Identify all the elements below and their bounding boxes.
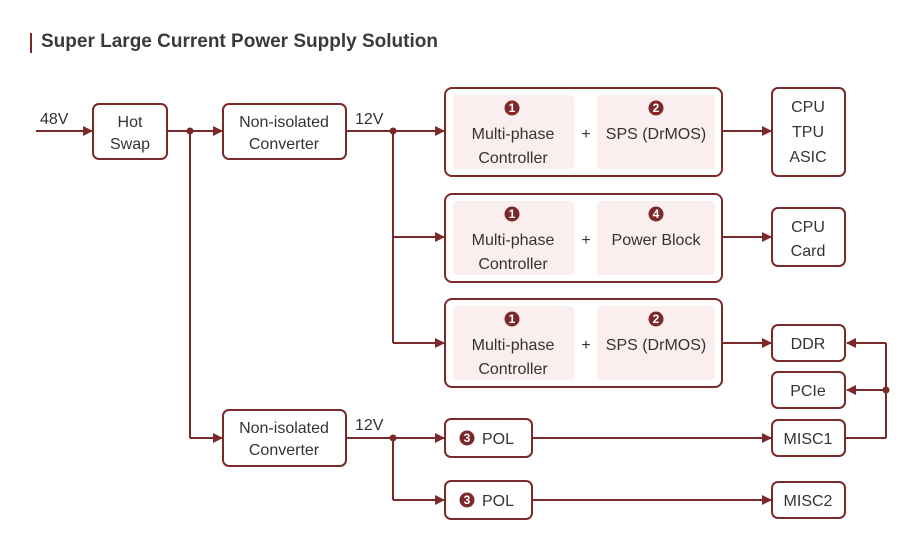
badge-icon xyxy=(504,100,520,116)
module-block-1: 1 Multi-phase Controller + 2 SPS (DrMOS) xyxy=(444,87,723,177)
load-cpu-text: CPU xyxy=(791,99,825,116)
converter-2-line2: Converter xyxy=(249,442,320,459)
hot-swap-line2: Swap xyxy=(110,136,150,153)
pol-2-label: POL xyxy=(482,493,514,510)
load-pcie-text: PCIe xyxy=(790,383,826,400)
module-1-left-line1: Multi-phase xyxy=(472,126,555,143)
module-3-right-badge: 2 xyxy=(653,312,660,326)
load-ddr-text: DDR xyxy=(791,336,826,353)
hot-swap-block: Hot Swap xyxy=(92,103,168,160)
module-2-left-badge: 1 xyxy=(509,207,516,221)
load-cpu-card: CPU Card xyxy=(771,207,846,267)
module-block-2: 1 Multi-phase Controller + 4 Power Block xyxy=(444,193,723,283)
pol-1-label: POL xyxy=(482,431,514,448)
pol-block-1: 3 POL xyxy=(444,418,533,458)
pol-1-badge: 3 xyxy=(464,431,471,445)
module-3-right-label: SPS (DrMOS) xyxy=(606,337,706,354)
title-accent-bar xyxy=(30,33,32,53)
badge-icon xyxy=(459,430,475,446)
load-asic-text: ASIC xyxy=(789,149,826,166)
module-2-right-badge: 4 xyxy=(653,207,660,221)
badge-icon xyxy=(459,492,475,508)
module-1-right-badge: 2 xyxy=(653,101,660,115)
junction-dot xyxy=(882,386,890,394)
converter-1-line1: Non-isolated xyxy=(239,114,329,131)
badge-icon xyxy=(648,206,664,222)
module-2-left-line2: Controller xyxy=(478,256,548,273)
connection-lines xyxy=(36,126,890,505)
module-2-plus: + xyxy=(581,232,590,249)
module-2-right-label: Power Block xyxy=(612,232,702,249)
badge-icon xyxy=(648,311,664,327)
module-1-left-badge: 1 xyxy=(509,101,516,115)
badge-icon xyxy=(504,311,520,327)
load-tpu-text: TPU xyxy=(792,124,824,141)
load-cpu-card-line2: Card xyxy=(791,243,826,260)
load-cpu-tpu-asic: CPU TPU ASIC xyxy=(771,87,846,177)
converter-1-line2: Converter xyxy=(249,136,320,153)
module-2-left-line1: Multi-phase xyxy=(472,232,555,249)
module-3-left-line2: Controller xyxy=(478,361,548,378)
badge-icon xyxy=(504,206,520,222)
module-3-left-badge: 1 xyxy=(509,312,516,326)
junction-dot xyxy=(389,434,397,442)
pol-2-badge: 3 xyxy=(464,493,471,507)
page-title: Super Large Current Power Supply Solutio… xyxy=(41,31,438,52)
load-misc2: MISC2 xyxy=(771,481,846,519)
load-cpu-card-line1: CPU xyxy=(791,219,825,236)
junction-dot xyxy=(389,127,397,135)
module-1-right-label: SPS (DrMOS) xyxy=(606,126,706,143)
load-misc1-text: MISC1 xyxy=(784,431,833,448)
converter-2-line1: Non-isolated xyxy=(239,420,329,437)
load-misc1: MISC1 xyxy=(771,419,846,457)
hot-swap-line1: Hot xyxy=(118,114,143,131)
converter-2-output-label: 12V xyxy=(355,417,384,434)
load-ddr: DDR xyxy=(771,324,846,362)
load-pcie: PCIe xyxy=(771,371,846,409)
load-misc2-text: MISC2 xyxy=(784,493,833,510)
junction-dot xyxy=(186,127,194,135)
module-3-left-line1: Multi-phase xyxy=(472,337,555,354)
module-1-plus: + xyxy=(581,126,590,143)
input-48v-label: 48V xyxy=(40,111,69,128)
converter-block-2: Non-isolated Converter 12V xyxy=(222,409,384,467)
badge-icon xyxy=(648,100,664,116)
module-block-3: 1 Multi-phase Controller + 2 SPS (DrMOS) xyxy=(444,298,723,388)
module-1-left-line2: Controller xyxy=(478,150,548,167)
converter-block-1: Non-isolated Converter 12V xyxy=(222,103,384,160)
converter-1-output-label: 12V xyxy=(355,111,384,128)
pol-block-2: 3 POL xyxy=(444,480,533,520)
module-3-plus: + xyxy=(581,337,590,354)
